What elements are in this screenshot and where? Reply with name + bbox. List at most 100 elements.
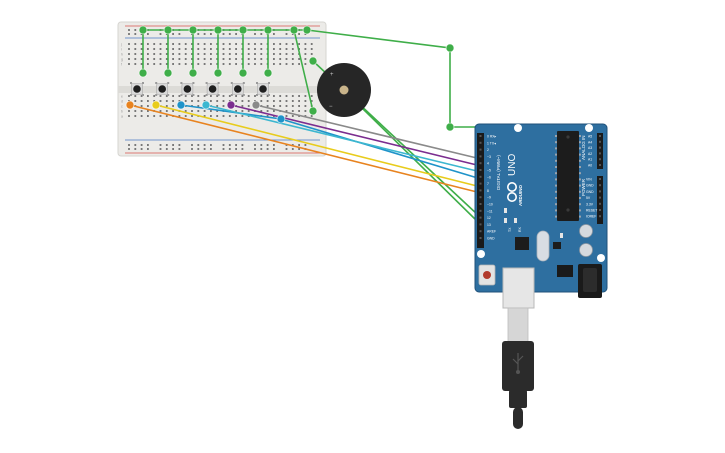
power-pin-hole[interactable] <box>599 178 601 180</box>
terminal-hole <box>165 43 168 45</box>
rail-hole <box>197 144 200 146</box>
chip-leg <box>555 153 557 156</box>
terminal-hole <box>203 58 206 60</box>
digital-pin-hole[interactable] <box>479 175 482 178</box>
wire-end-dot[interactable] <box>226 100 236 110</box>
rail-hole <box>260 144 263 146</box>
terminal-hole <box>134 48 137 50</box>
wire-purple-button-5[interactable] <box>230 104 482 167</box>
digital-pin-hole[interactable] <box>479 196 482 199</box>
power-pin-hole[interactable] <box>599 202 601 205</box>
wire-green-rail-to-buzzer[interactable] <box>293 29 314 112</box>
wire-end-dot[interactable] <box>201 100 211 110</box>
wire-end-dot[interactable] <box>163 25 173 35</box>
wire-end-dot[interactable] <box>308 56 318 66</box>
chip-leg <box>555 172 557 175</box>
button-cap <box>158 85 166 93</box>
digital-pin-hole[interactable] <box>479 189 482 192</box>
digital-pin-hole[interactable] <box>479 230 482 233</box>
terminal-hole <box>216 110 219 112</box>
analog-pin-hole[interactable] <box>599 140 601 143</box>
wire-green-buzzer-gnd[interactable] <box>359 105 479 223</box>
wire-end-dot[interactable] <box>445 43 455 53</box>
pushbutton[interactable] <box>130 82 144 96</box>
digital-pin-hole[interactable] <box>479 141 482 144</box>
usb-b-port[interactable] <box>502 267 535 309</box>
digital-pin-hole[interactable] <box>479 209 482 212</box>
power-pin-hole[interactable] <box>599 190 601 193</box>
button-cap <box>183 85 192 93</box>
wire-end-dot[interactable] <box>138 25 148 35</box>
wire-end-dot[interactable] <box>151 100 161 110</box>
digital-pin-hole[interactable] <box>479 155 482 158</box>
digital-pin-hole[interactable] <box>479 237 482 239</box>
terminal-hole <box>285 110 288 112</box>
wire-end-dot[interactable] <box>213 68 223 78</box>
digital-pin-hole[interactable] <box>479 162 482 165</box>
wire-end-dot[interactable] <box>163 68 173 78</box>
digital-pin-hole[interactable] <box>479 169 482 171</box>
wire-yellow-button-2[interactable] <box>155 104 482 188</box>
wire-end-dot[interactable] <box>276 114 286 124</box>
wire-end-dot[interactable] <box>176 100 186 110</box>
wire-end-dot[interactable] <box>188 25 198 35</box>
digital-pin-hole[interactable] <box>479 148 482 151</box>
button-cap <box>133 85 141 93</box>
wire-end-dot[interactable] <box>138 68 148 78</box>
power-pin-hole[interactable] <box>599 196 601 199</box>
digital-pin-hole[interactable] <box>479 216 482 219</box>
pushbutton[interactable] <box>256 82 270 96</box>
analog-pin-hole[interactable] <box>599 146 601 149</box>
wire-gray-button-6[interactable] <box>255 104 482 160</box>
terminal-hole <box>273 48 275 50</box>
terminal-hole <box>159 110 162 112</box>
arduino-uno-board[interactable]: 0 RX▸1 TX◂2~34~5~678~9~10~111213AREFGND … <box>474 123 608 309</box>
button-leg <box>130 82 132 84</box>
digital-pin-hole[interactable] <box>479 135 482 137</box>
chip-leg <box>579 159 581 162</box>
power-pin-hole[interactable] <box>599 184 601 187</box>
analog-pin-hole[interactable] <box>599 158 601 161</box>
rail-hole <box>298 148 300 150</box>
wire-orange-button-1[interactable] <box>129 104 482 194</box>
wire-end-dot[interactable] <box>213 25 223 35</box>
pushbutton[interactable] <box>230 82 245 96</box>
wire-end-dot[interactable] <box>263 68 273 78</box>
wire-green-gnd-route[interactable] <box>306 29 479 128</box>
terminal-hole <box>273 53 275 55</box>
analog-pin-hole[interactable] <box>599 135 601 137</box>
pushbutton[interactable] <box>180 82 195 96</box>
wire-end-dot[interactable] <box>238 68 248 78</box>
wire-end-dot[interactable] <box>308 106 318 116</box>
wire-end-dot[interactable] <box>238 25 248 35</box>
rail-hole <box>304 33 307 35</box>
terminal-hole <box>304 58 307 60</box>
wire-end-dot[interactable] <box>302 25 312 35</box>
usb-cable[interactable] <box>502 307 534 429</box>
terminal-hole <box>298 100 300 102</box>
rail-hole <box>140 148 143 150</box>
wire-end-dot[interactable] <box>289 25 299 35</box>
wire-cyan-button-4[interactable] <box>205 104 482 173</box>
digital-pin-hole[interactable] <box>479 223 482 226</box>
power-pin-hole[interactable] <box>599 215 601 218</box>
digital-pin-hole[interactable] <box>479 203 482 205</box>
wire-end-dot[interactable] <box>445 122 455 132</box>
terminal-hole <box>291 100 294 102</box>
rail-hole <box>203 144 206 146</box>
pushbutton[interactable] <box>155 82 170 96</box>
wire-end-dot[interactable] <box>188 68 198 78</box>
terminal-hole <box>304 115 307 117</box>
wire-end-dot[interactable] <box>251 100 261 110</box>
digital-pin-hole[interactable] <box>479 182 482 185</box>
analog-pin-hole[interactable] <box>599 164 601 166</box>
power-pin-hole[interactable] <box>599 209 601 211</box>
piezo-buzzer[interactable]: + − <box>317 63 371 117</box>
wire-end-dot[interactable] <box>263 25 273 35</box>
terminal-hole <box>159 100 162 102</box>
wire-end-dot[interactable] <box>125 100 135 110</box>
pushbutton[interactable] <box>205 82 220 96</box>
terminal-hole <box>273 63 275 65</box>
analog-pin-hole[interactable] <box>599 152 601 155</box>
